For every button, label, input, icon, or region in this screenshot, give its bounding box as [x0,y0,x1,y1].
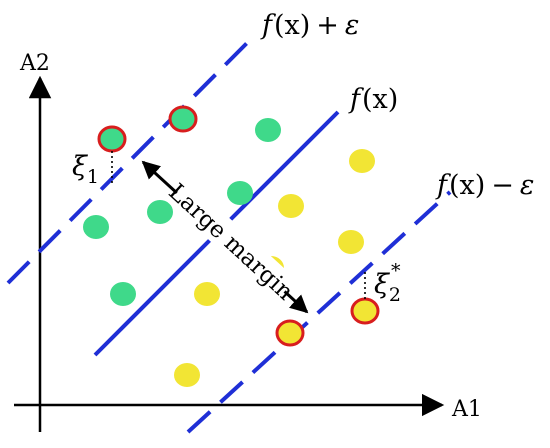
x-axis-label: A1 [451,397,482,422]
yellow-point [338,230,364,254]
support-point-yellow [275,319,305,347]
xi2-label: ξ2* [374,260,401,306]
lower-epsilon-line [186,190,452,434]
green-point [147,200,173,224]
support-point-green [168,105,198,133]
upper-epsilon-line [6,32,258,285]
green-point [110,282,136,306]
yellow-point [194,282,220,306]
yellow-point [349,149,375,173]
y-axis-label: A2 [19,51,50,76]
yellow-point [174,363,200,387]
xi1-label: ξ1 [72,151,99,188]
yellow-point [278,194,304,218]
margin-label-background [168,180,296,302]
support-point-yellow [350,297,380,325]
middle-line-label: f(x) [348,84,398,115]
green-point [227,181,253,205]
support-point-green [97,125,127,153]
green-point [83,215,109,239]
green-point [255,118,281,142]
upper-line-label: f(x)+ε [260,10,359,41]
lower-line-label: f(x)−ε [435,170,534,201]
